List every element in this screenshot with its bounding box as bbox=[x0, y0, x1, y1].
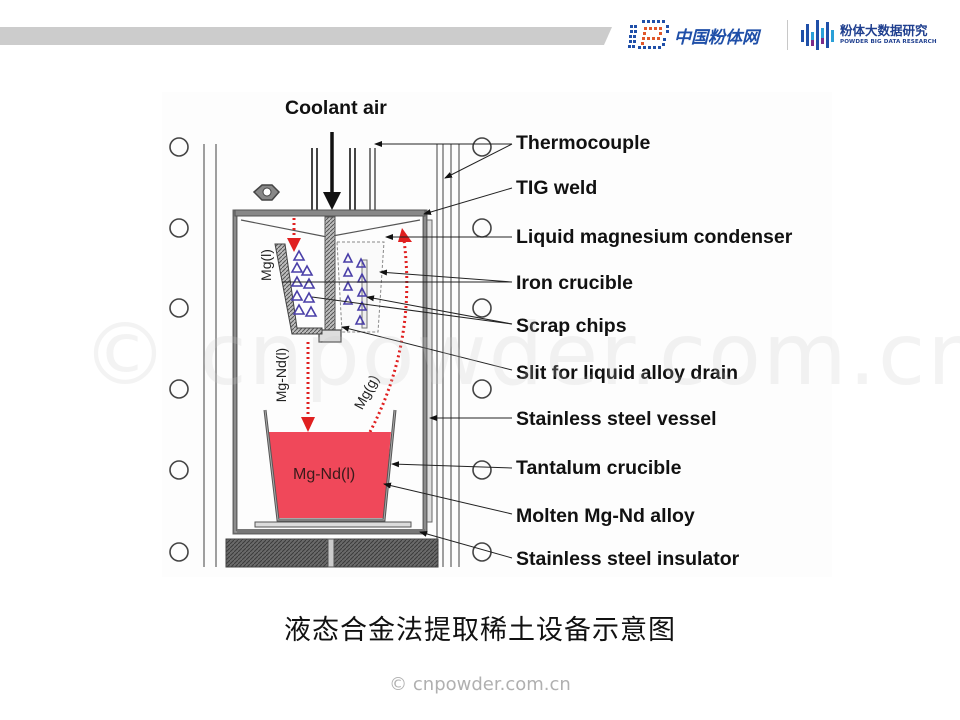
heater-coils-left bbox=[169, 137, 189, 562]
coolant-air-label: Coolant air bbox=[285, 97, 387, 119]
cp-dot-logo-icon bbox=[628, 20, 669, 49]
powder-big-data-logo[interactable]: 粉体大数据研究 POWDER BIG DATA RESEARCH bbox=[800, 17, 937, 53]
figure-caption: 液态合金法提取稀土设备示意图 bbox=[284, 615, 676, 646]
mgnd-liquid-flow-label: Mg-Nd(l) bbox=[273, 347, 290, 403]
heater-coils-right bbox=[472, 137, 492, 562]
flow-arrows bbox=[292, 218, 409, 433]
mg-liquid-label: Mg(l) bbox=[257, 249, 274, 281]
callout-tantalum-crucible: Tantalum crucible bbox=[516, 457, 682, 479]
callout-stainless-steel-insulator: Stainless steel insulator bbox=[516, 548, 740, 570]
logo-bd-cn-text: 粉体大数据研究 bbox=[840, 23, 928, 38]
callout-iron-crucible: Iron crucible bbox=[516, 272, 634, 294]
apparatus-diagram: Coolant air Mg(l) Mg-Nd(l) Mg(g) Mg-Nd(l… bbox=[162, 92, 832, 577]
callout-slit-for-drain: Slit for liquid alloy drain bbox=[516, 362, 739, 384]
callout-stainless-steel-vessel: Stainless steel vessel bbox=[516, 408, 717, 430]
header-gray-bar bbox=[0, 27, 612, 45]
bar-wave-logo-icon bbox=[801, 20, 834, 50]
diagram-drawing bbox=[169, 132, 513, 568]
callout-molten-mg-nd-alloy: Molten Mg-Nd alloy bbox=[516, 505, 695, 527]
logo-cn-text: 中国粉体网 bbox=[674, 27, 759, 48]
melt-label: Mg-Nd(l) bbox=[293, 466, 356, 483]
footer-copyright: © cnpowder.com.cn bbox=[389, 674, 571, 695]
logo-bd-en-text: POWDER BIG DATA RESEARCH bbox=[840, 39, 937, 45]
callout-thermocouple: Thermocouple bbox=[516, 132, 651, 154]
callout-tig-weld: TIG weld bbox=[516, 177, 598, 199]
nut-icon bbox=[252, 184, 281, 201]
logo-divider bbox=[787, 20, 788, 50]
callout-liquid-magnesium-condenser: Liquid magnesium condenser bbox=[516, 226, 793, 248]
cnpowder-logo[interactable]: 中国粉体网 bbox=[628, 18, 759, 52]
callout-scrap-chips: Scrap chips bbox=[516, 315, 627, 337]
